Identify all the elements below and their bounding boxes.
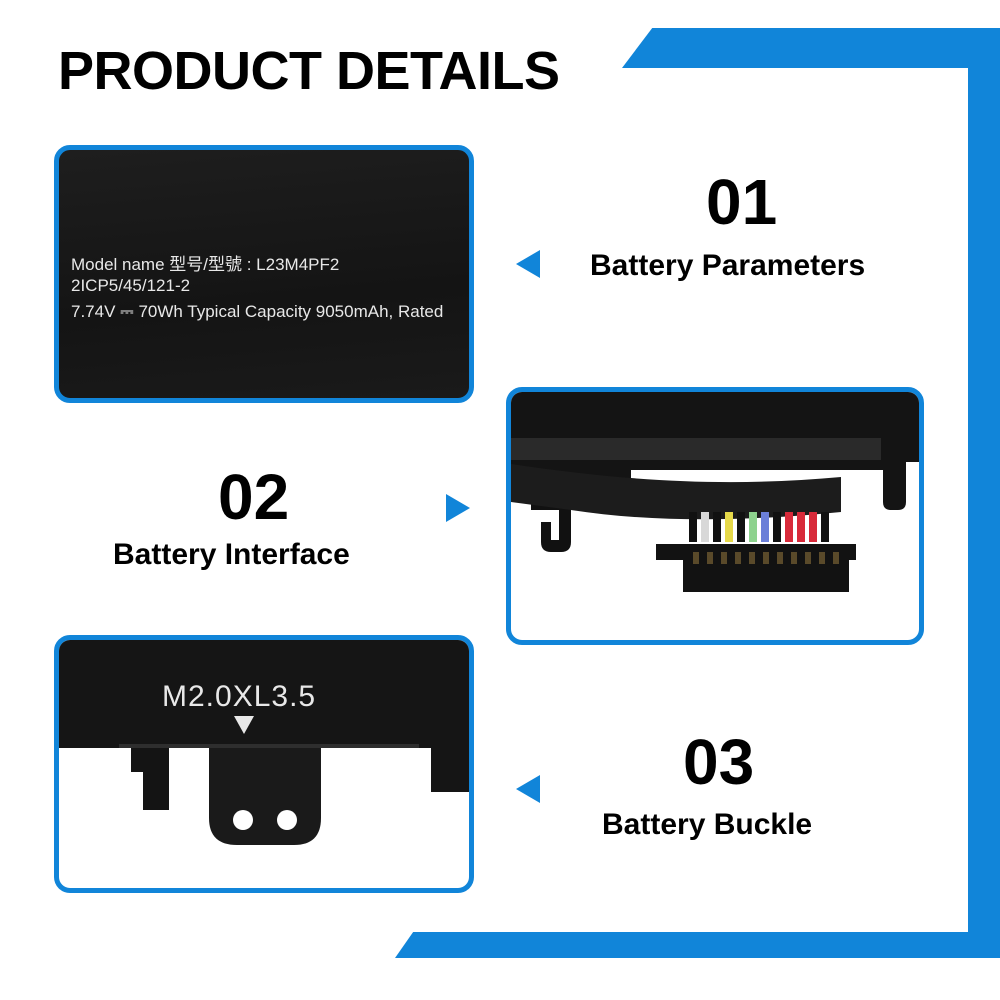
battery-buckle-photo: M2.0XL3.5: [54, 635, 474, 893]
section-number-01: 01: [706, 166, 778, 238]
section-number-02: 02: [218, 461, 290, 533]
battery-buckle-illustration: [59, 640, 469, 845]
battery-interface-photo: [506, 387, 924, 645]
label-line-model: Model name 型号/型號 : L23M4PF2: [71, 255, 340, 274]
blue-frame-right: [968, 28, 1000, 958]
triangle-left-icon: [516, 250, 540, 278]
battery-label-photo: Model name 型号/型號 : L23M4PF2 2ICP5/45/121…: [54, 145, 474, 403]
triangle-marker-icon: [234, 716, 254, 734]
page-title: PRODUCT DETAILS: [58, 41, 560, 101]
triangle-right-icon: [446, 494, 470, 522]
section-number-03: 03: [683, 726, 755, 798]
section-caption-interface: Battery Interface: [113, 538, 350, 571]
battery-interface-illustration: [511, 392, 919, 592]
screw-size-label: M2.0XL3.5: [162, 680, 317, 713]
blue-frame-bottom: [395, 932, 1000, 958]
label-line-capacity: 7.74V ⎓ 70Wh Typical Capacity 9050mAh, R…: [71, 302, 444, 321]
section-caption-buckle: Battery Buckle: [602, 808, 813, 841]
section-caption-parameters: Battery Parameters: [590, 249, 866, 282]
triangle-left-icon: [516, 775, 540, 803]
label-line-cells: 2ICP5/45/121-2: [71, 276, 191, 295]
blue-frame-top: [622, 28, 1000, 68]
